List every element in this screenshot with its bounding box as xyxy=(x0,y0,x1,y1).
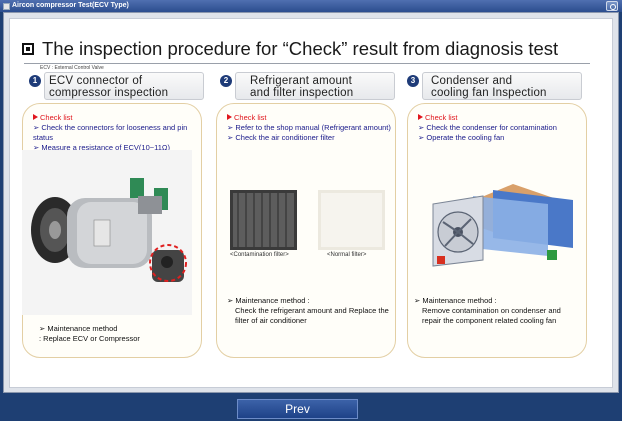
step-title: ECV connector of compressor inspection xyxy=(44,72,204,100)
checklist: Check list ➢ Refer to the shop manual (R… xyxy=(227,113,392,143)
filter-caption: <Normal filter> xyxy=(327,252,367,258)
maintenance-method: ➢ Maintenance method : Replace ECV or Co… xyxy=(39,324,199,344)
maintenance-body: Check the refrigerant amount and Replace… xyxy=(235,306,389,325)
prev-button[interactable]: Prev xyxy=(237,399,358,419)
ecv-note: ECV : External Control Valve xyxy=(40,65,104,71)
step-title-line: Condenser and xyxy=(431,75,513,87)
red-arrow-icon xyxy=(227,114,232,120)
red-arrow-icon xyxy=(33,114,38,120)
step-number-badge: 2 xyxy=(220,75,232,87)
checklist-item: ➢ Operate the cooling fan xyxy=(418,133,505,142)
maintenance-body: : Replace ECV or Compressor xyxy=(39,334,140,343)
checklist-item: ➢ Measure a resistance of ECV(10~11Ω) xyxy=(33,143,171,152)
step-title-line: cooling fan Inspection xyxy=(431,87,547,99)
checklist-label: Check list xyxy=(33,113,193,123)
bullet-square-icon xyxy=(22,43,34,55)
filter-caption: <Contamination filter> xyxy=(230,252,289,258)
compressor-image xyxy=(22,150,192,315)
red-arrow-icon xyxy=(418,114,423,120)
step-title: Condenser and cooling fan Inspection xyxy=(422,72,582,100)
step-title: Refrigerant amount and filter inspection xyxy=(235,72,395,100)
step-title-line: and filter inspection xyxy=(250,87,354,99)
checklist-item: ➢ Check the connectors for looseness and… xyxy=(33,123,188,142)
contamination-filter-image xyxy=(230,190,297,250)
checklist-label: Check list xyxy=(227,113,392,123)
checklist: Check list ➢ Check the connectors for lo… xyxy=(33,113,193,153)
maintenance-method: ➢ Maintenance method : Remove contaminat… xyxy=(414,296,582,326)
checklist-item: ➢ Refer to the shop manual (Refrigerant … xyxy=(227,123,391,132)
step-number-badge: 3 xyxy=(407,75,419,87)
maintenance-method: ➢ Maintenance method : Check the refrige… xyxy=(227,296,395,326)
checklist-item: ➢ Check the air conditioner filter xyxy=(227,133,335,142)
app-icon xyxy=(3,2,10,10)
window-titlebar: Aircon compressor Test(ECV Type) xyxy=(0,0,622,12)
title-divider xyxy=(24,63,590,64)
maintenance-title: ➢ Maintenance method : xyxy=(227,296,310,305)
step-title-line: Refrigerant amount xyxy=(250,75,353,87)
condenser-fan-image xyxy=(432,184,573,267)
maintenance-body: Remove contamination on condenser and re… xyxy=(422,306,561,325)
checklist: Check list ➢ Check the condenser for con… xyxy=(418,113,583,143)
page-title: The inspection procedure for “Check” res… xyxy=(22,38,558,60)
checklist-label: Check list xyxy=(418,113,583,123)
normal-filter-image xyxy=(318,190,385,250)
page-title-text: The inspection procedure for “Check” res… xyxy=(42,38,559,59)
maintenance-title: ➢ Maintenance method : xyxy=(414,296,497,305)
checklist-item: ➢ Check the condenser for contamination xyxy=(418,123,557,132)
step-title-line: compressor inspection xyxy=(49,87,169,99)
step-title-line: ECV connector of xyxy=(49,75,143,87)
step-number-badge: 1 xyxy=(29,75,41,87)
window-control-icon[interactable] xyxy=(606,1,618,11)
window-title: Aircon compressor Test(ECV Type) xyxy=(12,2,129,9)
maintenance-title: ➢ Maintenance method xyxy=(39,324,118,333)
